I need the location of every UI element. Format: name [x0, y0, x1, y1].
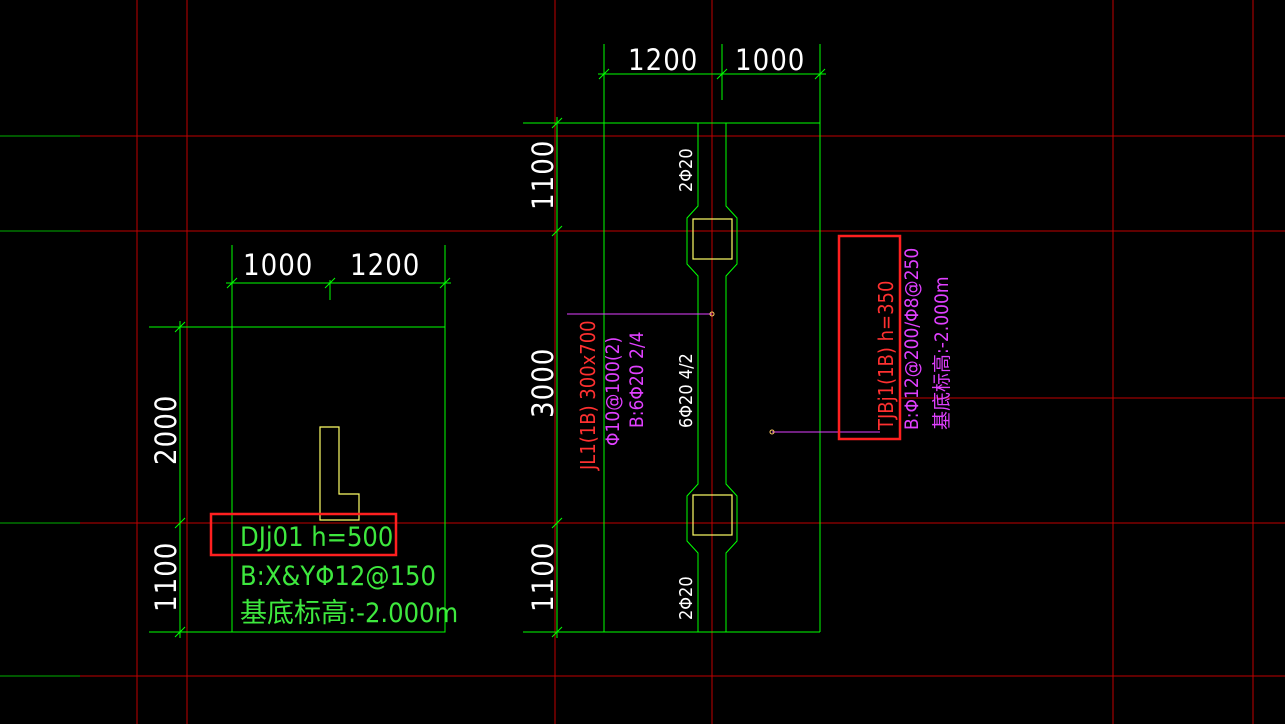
footing-dim-top-2: 1200 — [350, 248, 420, 282]
beam-dim-tick-2 — [716, 68, 728, 80]
dim-tick-top-1 — [226, 277, 238, 289]
footing-dim-left-2: 1100 — [149, 542, 183, 612]
beam-label-name: JL1(1B) 300x700 — [576, 320, 600, 471]
beam-rebar-bottom: 2Φ20 — [676, 576, 697, 620]
beam-dim-left-1: 1100 — [526, 140, 560, 210]
highlight-box-strip — [837, 234, 902, 441]
column-upper — [692, 218, 733, 260]
beam-dim-left-3: 1100 — [526, 542, 560, 612]
beam-label-stirrup: Φ10@100(2) — [602, 337, 624, 446]
strip-leader-dot — [769, 429, 775, 435]
strip-label-elevation: 基底标高:-2.000m — [931, 276, 953, 430]
strip-label-name: TJBj1(1B) h=350 — [874, 281, 898, 431]
beam-body-right-edge — [725, 123, 738, 632]
footing-djj01[interactable] — [149, 245, 451, 638]
dim-tick-top-3 — [439, 277, 451, 289]
dim-tick-top-2 — [324, 277, 336, 289]
footing-label-rebar: B:X&YΦ12@150 — [240, 561, 436, 592]
beam-dim-tick-l1 — [551, 117, 563, 129]
beam-dim-tick-3 — [814, 68, 826, 80]
dim-tick-left-1 — [174, 321, 186, 333]
beam-rebar-top: 2Φ20 — [676, 148, 697, 192]
beam-dim-tick-l4 — [551, 626, 563, 638]
footing-dim-left-1: 2000 — [149, 395, 183, 465]
highlight-box-footing — [209, 512, 398, 557]
beam-dim-tick-1 — [598, 68, 610, 80]
beam-dim-tick-l3 — [551, 517, 563, 529]
beam-jl1-frame[interactable] — [523, 44, 826, 638]
beam-body-left-edge — [686, 123, 699, 632]
footing-outline — [231, 326, 446, 633]
beam-leader-dot — [709, 311, 715, 317]
beam-dim-left-2: 3000 — [526, 348, 560, 418]
beam-dim-top-2: 1000 — [735, 43, 805, 77]
beam-label-bottom: B:6Φ20 2/4 — [626, 332, 648, 429]
footing-label-elevation: 基底标高:-2.000m — [240, 598, 458, 629]
column-lower — [692, 494, 733, 536]
footing-dim-top-1: 1000 — [243, 248, 313, 282]
beam-rebar-mid: 6Φ20 4/2 — [676, 353, 697, 428]
beam-dim-top-1: 1200 — [628, 43, 698, 77]
column-l-shape — [319, 426, 360, 521]
footing-label-name: DJj01 h=500 — [240, 522, 393, 553]
strip-label-rebar: B:Φ12@200/Φ8@250 — [901, 248, 923, 430]
beam-dim-tick-l2 — [551, 225, 563, 237]
dim-tick-left-3 — [174, 626, 186, 638]
dim-tick-left-2 — [174, 517, 186, 529]
